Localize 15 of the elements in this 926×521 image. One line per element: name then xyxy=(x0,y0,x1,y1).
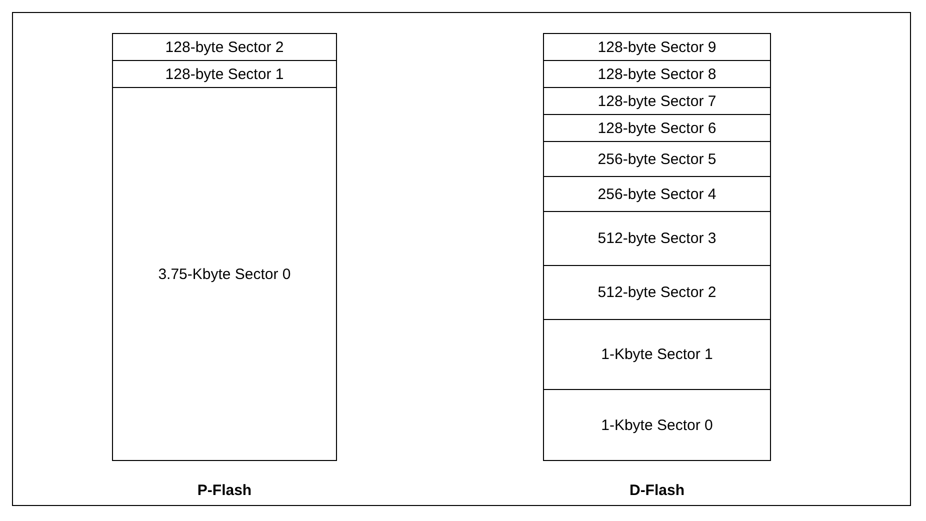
memory-sector: 128-byte Sector 9 xyxy=(543,33,771,61)
memory-sector: 128-byte Sector 1 xyxy=(112,60,337,88)
memory-sector: 512-byte Sector 3 xyxy=(543,211,771,266)
memory-sector: 512-byte Sector 2 xyxy=(543,265,771,320)
memory-sector: 128-byte Sector 8 xyxy=(543,60,771,88)
memory-sector: 256-byte Sector 5 xyxy=(543,141,771,177)
memory-sector: 128-byte Sector 7 xyxy=(543,87,771,115)
memory-sector: 3.75-Kbyte Sector 0 xyxy=(112,87,337,461)
memory-region-label: P-Flash xyxy=(196,482,253,499)
memory-region-label: D-Flash xyxy=(628,482,686,499)
memory-sector: 128-byte Sector 6 xyxy=(543,114,771,142)
memory-sector: 128-byte Sector 2 xyxy=(112,33,337,61)
memory-sector: 1-Kbyte Sector 0 xyxy=(543,389,771,461)
memory-sector: 1-Kbyte Sector 1 xyxy=(543,319,771,390)
memory-sector: 256-byte Sector 4 xyxy=(543,176,771,212)
